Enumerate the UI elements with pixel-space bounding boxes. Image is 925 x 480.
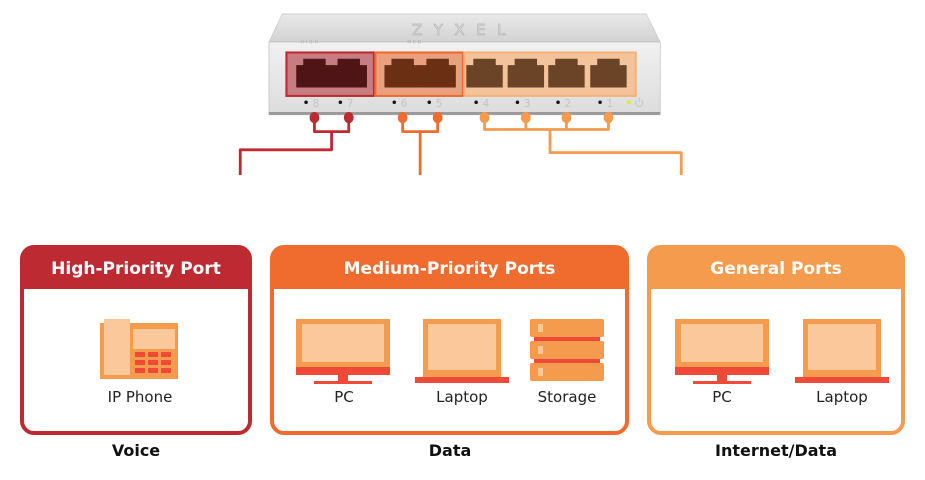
device-ip-phone bbox=[100, 319, 180, 383]
port-led bbox=[427, 100, 431, 104]
device-pc bbox=[675, 319, 771, 389]
port-number-label: 8 bbox=[313, 98, 320, 110]
top-label-high: HIGH bbox=[301, 39, 320, 44]
port-connector-dot bbox=[479, 112, 490, 124]
brand-logo: ZYXEL bbox=[412, 21, 517, 39]
port-connector-dot bbox=[603, 112, 614, 124]
general-ports-group: General Ports PC Laptop bbox=[647, 245, 905, 435]
group-title: Medium-Priority Ports bbox=[274, 249, 625, 289]
medium-priority-ports-group: Medium-Priority Ports PC Laptop St bbox=[270, 245, 629, 435]
port-number-label: 2 bbox=[565, 98, 572, 110]
ip-phone-icon bbox=[100, 319, 178, 379]
ethernet-port-3 bbox=[507, 58, 545, 88]
connector-high-priority-port bbox=[238, 112, 354, 175]
device-label: Storage bbox=[537, 388, 597, 406]
device-label: PC bbox=[334, 388, 354, 406]
port-connector-dot bbox=[309, 112, 320, 124]
desktop-pc-icon bbox=[675, 319, 769, 384]
device-label: PC bbox=[712, 388, 732, 406]
ethernet-port-1 bbox=[590, 58, 627, 88]
port-led bbox=[598, 100, 602, 104]
top-label-med: MED bbox=[407, 39, 423, 44]
port-connector-dot bbox=[561, 112, 572, 124]
device-storage bbox=[530, 319, 606, 389]
port-number-label: 4 bbox=[483, 98, 490, 110]
group-caption-voice: Voice bbox=[111, 441, 161, 460]
laptop-icon bbox=[415, 319, 509, 383]
ethernet-port-6 bbox=[384, 58, 421, 88]
port-number-label: 3 bbox=[524, 98, 531, 110]
port-led bbox=[556, 100, 560, 104]
device-laptop bbox=[415, 319, 509, 389]
port-number-label: 6 bbox=[401, 98, 408, 110]
device-label: Laptop bbox=[816, 388, 868, 406]
port-led bbox=[392, 100, 396, 104]
group-caption-internet-data: Internet/Data bbox=[715, 441, 837, 460]
storage-icon bbox=[530, 319, 604, 381]
power-icon bbox=[635, 97, 644, 107]
group-caption-data: Data bbox=[428, 441, 472, 460]
port-connector-dot bbox=[397, 112, 408, 124]
port-connector-dot bbox=[343, 112, 354, 124]
port-led bbox=[338, 100, 343, 104]
connector-general-ports bbox=[479, 112, 683, 175]
laptop-icon bbox=[795, 319, 889, 383]
ethernet-port-2 bbox=[548, 58, 585, 88]
port-led bbox=[304, 100, 308, 104]
port-led bbox=[474, 100, 478, 104]
ethernet-port-7 bbox=[330, 58, 367, 88]
device-laptop bbox=[795, 319, 889, 389]
port-number-label: 7 bbox=[347, 98, 354, 110]
port-connector-dot bbox=[520, 112, 531, 124]
connector-medium-priority-ports bbox=[397, 112, 443, 175]
device-label: IP Phone bbox=[107, 388, 173, 406]
device-label: Laptop bbox=[436, 388, 488, 406]
ethernet-port-4 bbox=[466, 58, 503, 88]
network-switch-diagram: ZYXEL HIGH MED 8 7 6 5 4 3 2 1 bbox=[238, 13, 683, 175]
port-number-label: 1 bbox=[607, 98, 614, 110]
power-led bbox=[626, 100, 631, 105]
desktop-pc-icon bbox=[296, 319, 390, 384]
port-number-label: 5 bbox=[436, 98, 443, 110]
group-title: General Ports bbox=[651, 249, 901, 289]
ethernet-port-5 bbox=[419, 58, 456, 88]
port-led bbox=[515, 100, 520, 104]
port-connector-dot bbox=[432, 112, 443, 124]
ethernet-port-8 bbox=[296, 58, 333, 88]
high-priority-port-group: High-Priority Port IP Phone bbox=[20, 245, 252, 435]
group-title: High-Priority Port bbox=[24, 249, 248, 289]
device-pc bbox=[296, 319, 392, 389]
